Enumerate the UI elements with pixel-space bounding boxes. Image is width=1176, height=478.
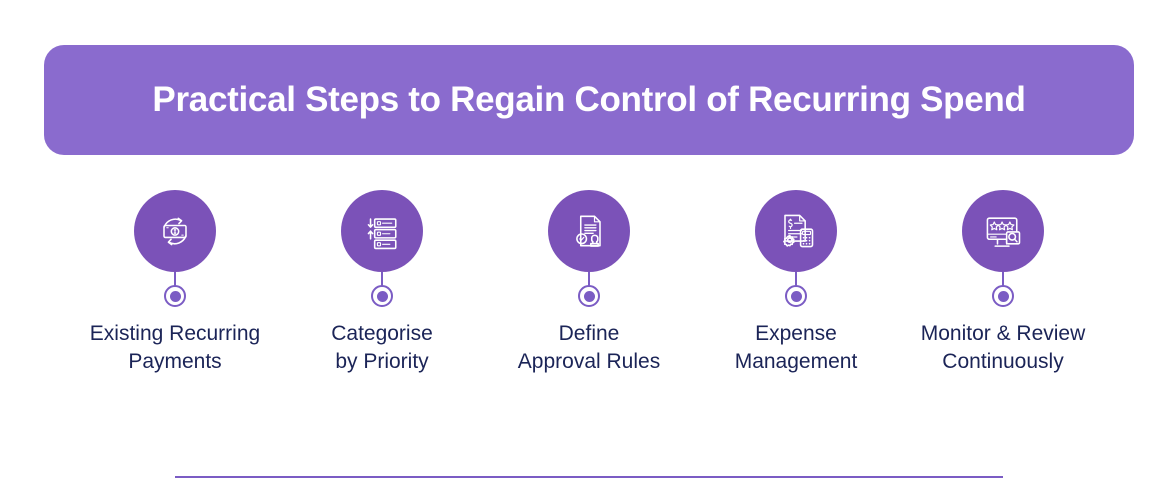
step-caption-line2: Payments	[128, 350, 222, 373]
step-caption-4: Expense Management	[686, 320, 906, 376]
step-caption-line1: Define	[558, 322, 620, 345]
timeline-stem	[795, 272, 797, 296]
step-caption-5: Monitor & Review Continuously	[893, 320, 1113, 376]
step-caption-1: Existing Recurring Payments	[65, 320, 285, 376]
timeline-step-2[interactable]: Categorise by Priority	[272, 180, 492, 430]
timeline-step-3[interactable]: Define Approval Rules	[479, 180, 699, 430]
step-caption-line1: Expense	[755, 322, 837, 345]
timeline-node[interactable]	[578, 285, 600, 307]
timeline-stem	[1002, 272, 1004, 296]
infographic-root: Practical Steps to Regain Control of Rec…	[0, 45, 1176, 478]
timeline-step-4[interactable]: Expense Management	[686, 180, 906, 430]
page-title: Practical Steps to Regain Control of Rec…	[152, 80, 1026, 119]
step-caption-line1: Existing Recurring	[89, 322, 261, 345]
step-caption-2: Categorise by Priority	[272, 320, 492, 376]
timeline-node[interactable]	[371, 285, 393, 307]
timeline-node[interactable]	[164, 285, 186, 307]
timeline-node[interactable]	[992, 285, 1014, 307]
timeline-node[interactable]	[785, 285, 807, 307]
step-caption-line1: Categorise	[331, 322, 433, 345]
invoice-calculator-gear-icon	[755, 190, 837, 272]
recurring-payment-icon	[134, 190, 216, 272]
step-caption-line2: Approval Rules	[517, 350, 661, 373]
sort-priority-list-icon	[341, 190, 423, 272]
step-caption-line2: Continuously	[942, 350, 1064, 373]
timeline-stem	[381, 272, 383, 296]
timeline-stem	[174, 272, 176, 296]
step-caption-line2: by Priority	[335, 350, 429, 373]
step-caption-line2: Management	[734, 350, 858, 373]
timeline: Existing Recurring Payments	[0, 180, 1176, 478]
timeline-stem	[588, 272, 590, 296]
timeline-step-5[interactable]: Monitor & Review Continuously	[893, 180, 1113, 430]
approval-document-stamp-icon	[548, 190, 630, 272]
monitor-review-stars-icon	[962, 190, 1044, 272]
timeline-step-1[interactable]: Existing Recurring Payments	[65, 180, 285, 430]
title-banner: Practical Steps to Regain Control of Rec…	[44, 45, 1134, 155]
step-caption-3: Define Approval Rules	[479, 320, 699, 376]
step-caption-line1: Monitor & Review	[920, 322, 1086, 345]
